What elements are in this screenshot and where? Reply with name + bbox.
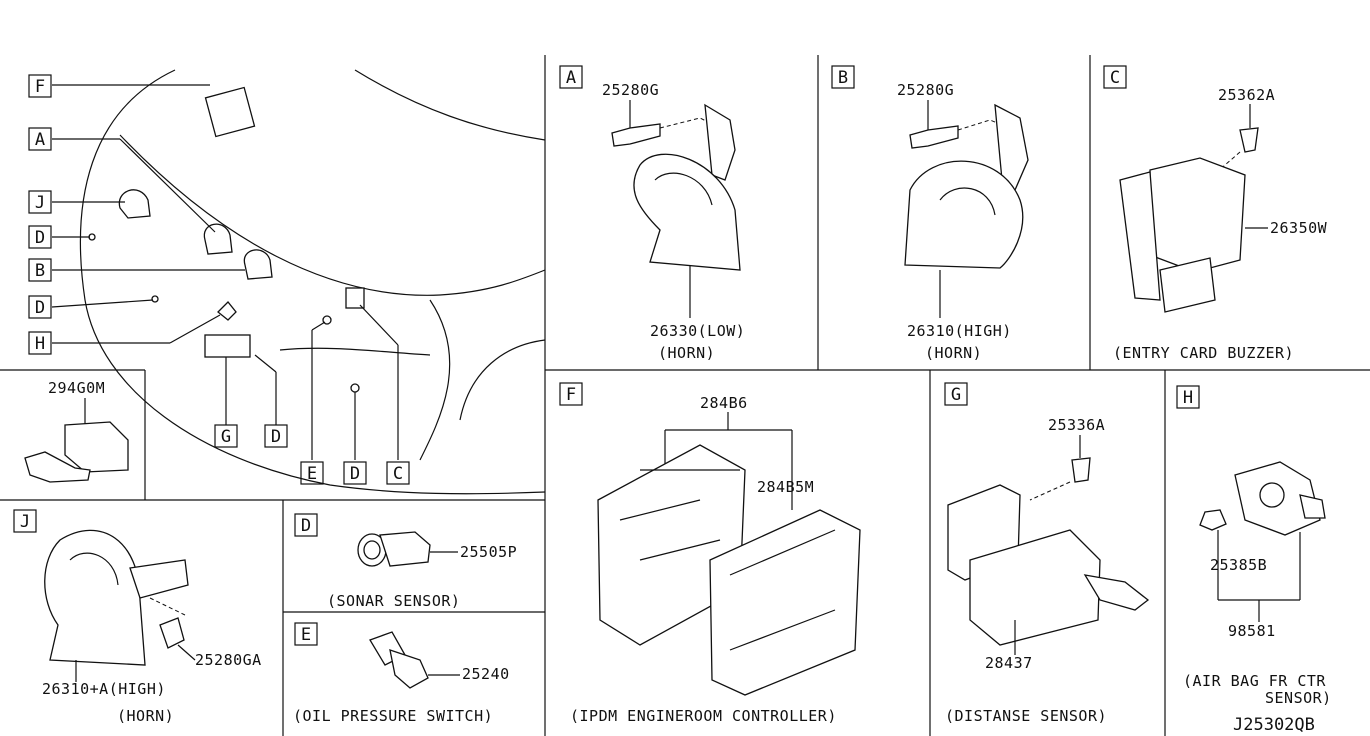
panel-tag: E [301,625,311,645]
callout-label: E [307,464,317,484]
bolt-part-number: 25280GA [195,651,262,669]
panel-b: B 25280G 26310(HIGH) (HORN) [831,65,1029,362]
part-description: (HORN) [117,707,174,725]
callout-label: D [35,298,45,318]
part-description: (IPDM ENGINEROOM CONTROLLER) [570,707,837,725]
callout-label: D [35,228,45,248]
panel-c: C 25362A 26350W (ENTRY CARD BUZZER) [1103,65,1328,362]
callout-label: A [35,130,45,150]
overview-callouts-left: F A J D B D H [28,74,52,355]
panel-j: J 25280GA 26310+A(HIGH) (HORN) [13,509,262,725]
overview-leaders [51,84,399,460]
part-description-line2: SENSOR) [1265,689,1332,707]
panel-h: H 25385B 98581 (AIR BAG FR CTR SENSOR) [1176,385,1332,707]
callout-label: C [393,464,403,484]
part-description: (OIL PRESSURE SWITCH) [293,707,493,725]
callout-label: D [350,464,360,484]
panel-frames [0,55,1370,736]
callout-label: F [35,77,45,97]
part-number: 284B5M [757,478,814,496]
panel-tag: H [1183,388,1193,408]
part-number: 284B6 [700,394,748,412]
part-number: 25240 [462,665,510,683]
panel-tag: C [1110,68,1120,88]
bolt-part-number: 25336A [1048,416,1105,434]
part-number: 26330(LOW) [650,322,745,340]
overview-callouts-bottom: G D E D C [214,424,410,485]
part-number: 26350W [1270,219,1328,237]
drawing-number: J25302QB [1233,715,1315,735]
part-number: 28437 [985,654,1033,672]
overview-vehicle-drawing [79,69,546,495]
panel-tag: J [20,512,30,532]
panel-294g0m: 294G0M [24,379,129,483]
panel-e: E 25240 (OIL PRESSURE SWITCH) [293,622,510,725]
part-number: 26310+A(HIGH) [42,680,166,698]
part-description: (SONAR SENSOR) [327,592,460,610]
part-description: (ENTRY CARD BUZZER) [1113,344,1294,362]
panel-a: A 25280G 26330(LOW) (HORN) [559,65,745,362]
callout-label: D [271,427,281,447]
panel-d: D 25505P (SONAR SENSOR) [294,513,517,610]
part-number: 26310(HIGH) [907,322,1012,340]
bolt-part-number: 25362A [1218,86,1275,104]
part-description: (DISTANSE SENSOR) [945,707,1107,725]
part-number: 25505P [460,543,517,561]
part-number: 98581 [1228,622,1276,640]
panel-tag: G [951,385,961,405]
callout-label: B [35,261,45,281]
part-number: 294G0M [48,379,105,397]
bolt-part-number: 25280G [602,81,659,99]
part-description-line1: (AIR BAG FR CTR [1183,672,1326,690]
callout-label: J [35,193,45,213]
panel-f: F 284B6 284B5M (IPDM ENGINEROOM CONTROLL… [559,382,861,725]
part-description: (HORN) [658,344,715,362]
panel-tag: A [566,68,576,88]
panel-tag: D [301,516,311,536]
bolt-part-number: 25280G [897,81,954,99]
part-description: (HORN) [925,344,982,362]
callout-label: H [35,334,45,354]
nut-part-number: 25385B [1210,556,1267,574]
panel-g: G 25336A 28437 (DISTANSE SENSOR) [944,382,1150,725]
panel-tag: B [838,68,848,88]
panel-tag: F [566,385,576,405]
callout-label: G [221,427,231,447]
